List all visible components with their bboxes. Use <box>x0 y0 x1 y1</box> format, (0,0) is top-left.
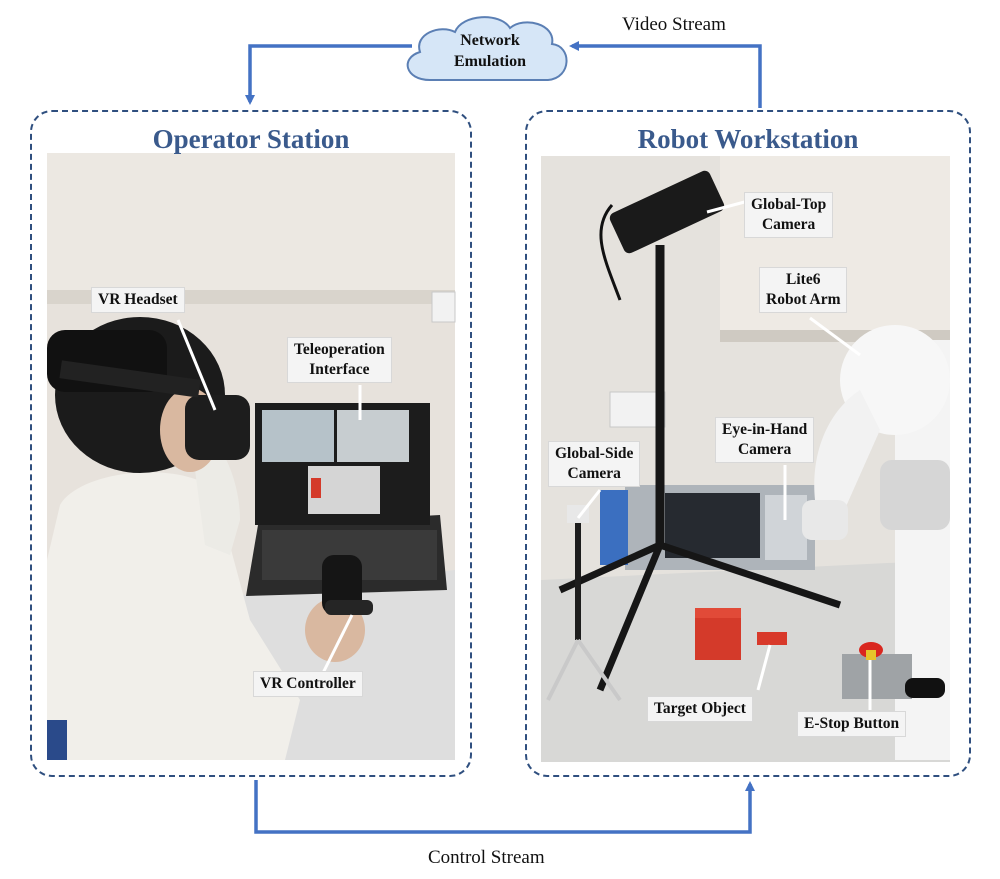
control-stream-label: Control Stream <box>428 847 545 868</box>
estop-button-label: E-Stop Button <box>798 712 906 736</box>
operator-station-panel: Operator Station <box>30 110 472 777</box>
video-stream-arrow-right <box>569 41 762 108</box>
global-top-camera-label: Global-Top Camera <box>745 193 833 237</box>
pointer-target-object <box>756 644 772 691</box>
eye-in-hand-camera-label: Eye-in-Hand Camera <box>716 418 814 462</box>
robot-workstation-title: Robot Workstation <box>637 124 859 154</box>
video-stream-arrow-left <box>245 44 412 105</box>
operator-photo <box>47 153 456 760</box>
pointer-vr-controller <box>320 614 354 676</box>
vr-headset-label: VR Headset <box>92 288 184 312</box>
teleoperation-interface-label: Teleoperation Interface <box>288 338 391 382</box>
video-stream-label: Video Stream <box>622 14 726 35</box>
global-side-camera-label: Global-Side Camera <box>549 442 640 486</box>
pointer-vr-headset <box>176 319 217 411</box>
control-stream-arrow <box>254 780 755 834</box>
robot-workstation-panel: Robot Workstation <box>525 110 971 777</box>
operator-station-title: Operator Station <box>152 124 350 154</box>
lite6-robot-arm-label: Lite6 Robot Arm <box>760 268 847 312</box>
pointer-global-side <box>576 489 602 519</box>
target-object-label: Target Object <box>648 697 752 721</box>
vr-controller-label: VR Controller <box>254 672 362 696</box>
pointer-lines <box>176 198 872 710</box>
pointer-global-top <box>706 198 753 214</box>
pointer-lite6 <box>809 316 861 357</box>
network-emulation-label: Network Emulation <box>453 32 526 70</box>
network-cloud-icon <box>406 16 568 81</box>
